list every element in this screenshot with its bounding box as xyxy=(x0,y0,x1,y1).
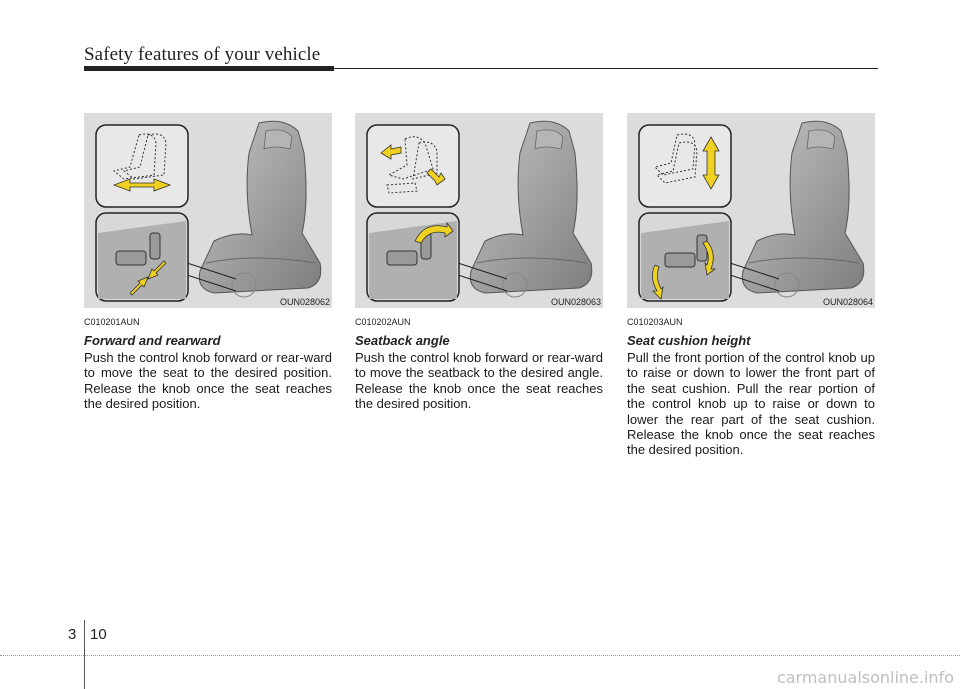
figure-code: OUN028064 xyxy=(822,297,873,307)
page-header-title: Safety features of your vehicle xyxy=(84,44,321,65)
seat-figure-forward-rearward: OUN028062 xyxy=(84,113,332,308)
chapter-number: 3 xyxy=(68,626,77,643)
header-rule-thin xyxy=(334,68,878,69)
watermark: carmanualsonline.info xyxy=(776,668,954,687)
header-rule-thick xyxy=(84,66,334,71)
section-code: C010202AUN xyxy=(355,317,411,327)
section-seat-cushion-height: OUN028064 C010203AUN Seat cushion height… xyxy=(627,113,875,458)
section-seatback-angle: OUN028063 C010202AUN Seatback angle Push… xyxy=(355,113,603,412)
section-title: Seatback angle xyxy=(355,333,450,348)
section-body: Push the control knob forward or rear-wa… xyxy=(355,350,603,412)
footer-vertical-rule xyxy=(84,620,85,689)
section-body: Push the control knob forward or rear-wa… xyxy=(84,350,332,412)
section-forward-rearward: OUN028062 C010201AUN Forward and rearwar… xyxy=(84,113,332,412)
section-code: C010203AUN xyxy=(627,317,683,327)
figure-code: OUN028062 xyxy=(279,297,330,307)
footer-dotted-rule xyxy=(0,655,960,656)
section-body: Pull the front portion of the control kn… xyxy=(627,350,875,458)
section-title: Seat cushion height xyxy=(627,333,751,348)
seat-illustration xyxy=(95,120,322,302)
seat-illustration xyxy=(638,120,865,302)
seat-figure-seatback-angle: OUN028063 xyxy=(355,113,603,308)
seat-figure-cushion-height: OUN028064 xyxy=(627,113,875,308)
page-number: 10 xyxy=(90,626,107,643)
section-code: C010201AUN xyxy=(84,317,140,327)
section-title: Forward and rearward xyxy=(84,333,221,348)
figure-code: OUN028063 xyxy=(550,297,601,307)
seat-illustration xyxy=(366,120,593,302)
